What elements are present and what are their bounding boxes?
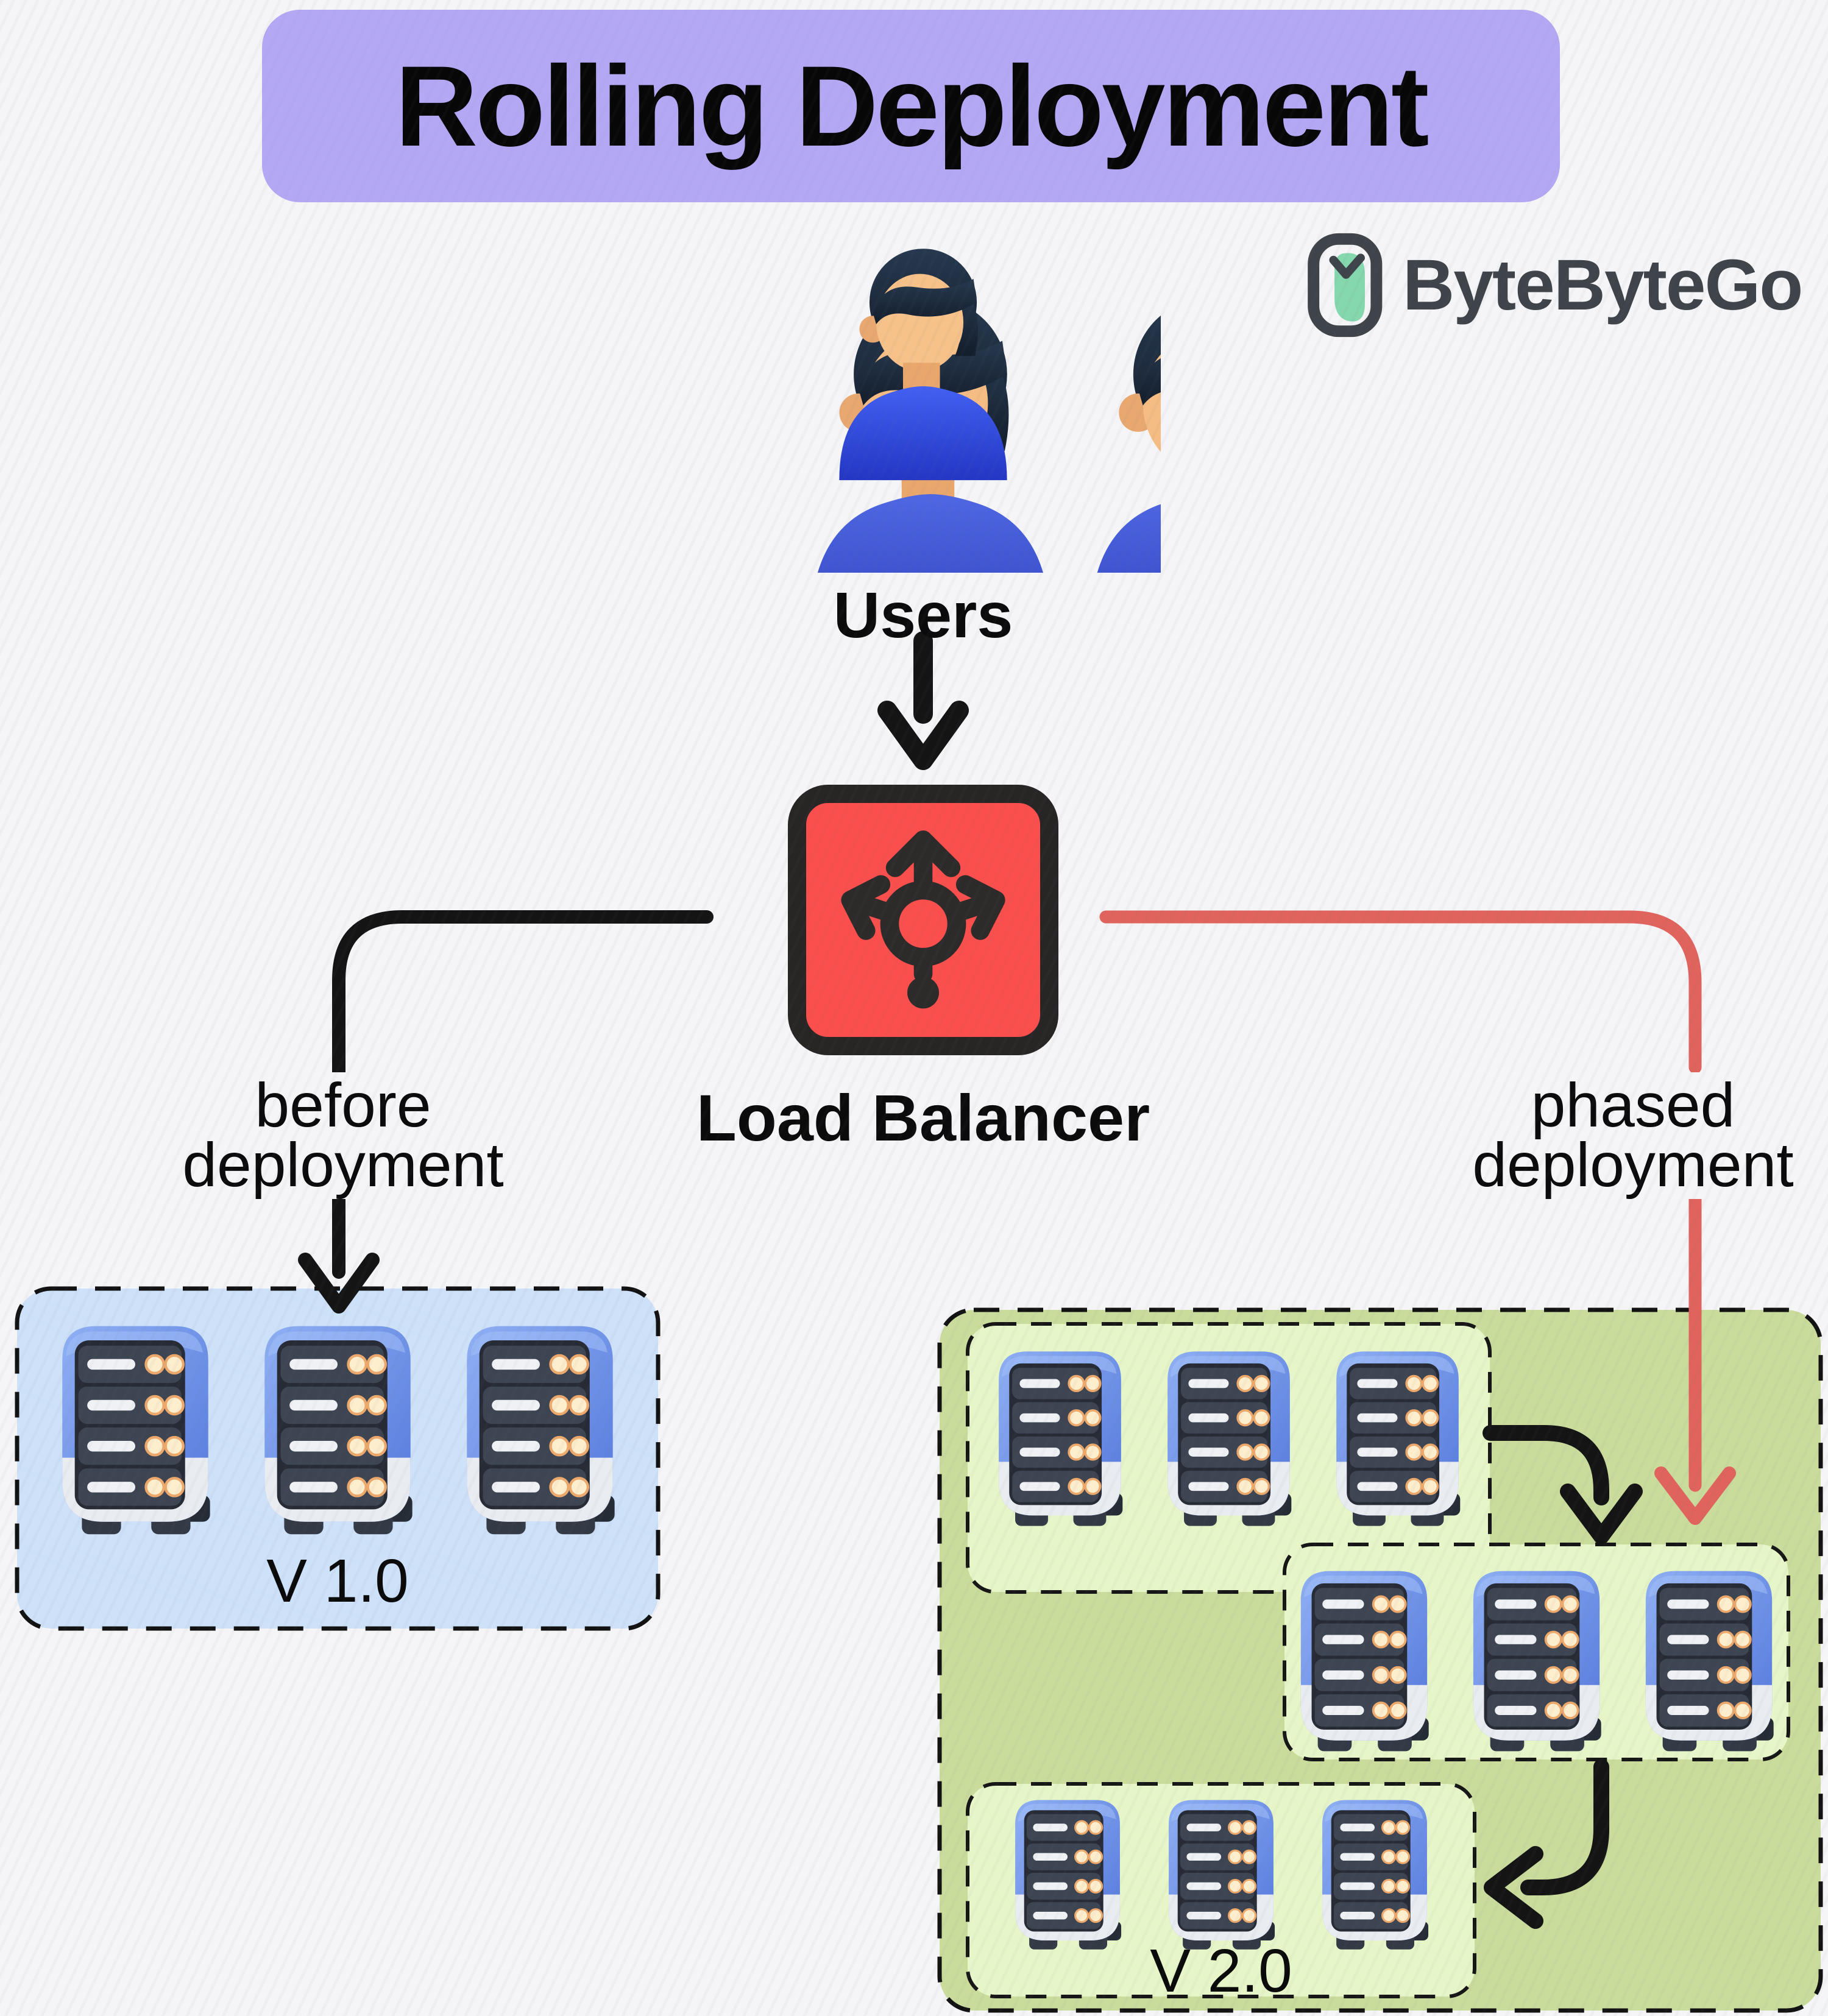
v1-version-label: V 1.0 [266,1547,409,1615]
bytebytego-logo-icon [1304,233,1388,338]
cluster2-to-cluster3-arrow [1520,1759,1609,1895]
users-label: Users [833,579,1013,651]
page-title: Rolling Deployment [395,42,1429,170]
cluster2-to-cluster3-arrowhead [1484,1846,1543,1929]
before-deployment-line [332,910,714,1279]
phased-deployment-line-upper [1099,910,1702,1074]
before-deployment-label-line1: before [255,1070,431,1140]
load-balancer-label: Load Balancer [696,1081,1150,1155]
brand-name: ByteByteGo [1403,245,1803,325]
phased-deployment-arrowhead [1654,1466,1736,1525]
load-balancer-icon [830,827,1016,1013]
phased-deployment-label-line2: deployment [1472,1130,1794,1200]
users-to-lb-arrowhead [877,701,969,770]
title-banner: Rolling Deployment [262,10,1560,202]
cluster1-to-cluster2-arrow [1483,1425,1609,1505]
users-icon [685,249,1161,573]
before-deployment-label: before deployment [139,1072,547,1199]
load-balancer-node [788,785,1058,1055]
brand: ByteByteGo [1304,232,1803,339]
phased-deployment-label: phased deployment [1444,1072,1822,1199]
before-deployment-arrowhead [298,1253,380,1314]
phased-deployment-label-line1: phased [1531,1070,1735,1140]
cluster1-to-cluster2-arrowhead [1560,1484,1643,1544]
v2-version-label: V 2.0 [1150,1937,1292,2005]
before-deployment-label-line2: deployment [182,1130,504,1200]
